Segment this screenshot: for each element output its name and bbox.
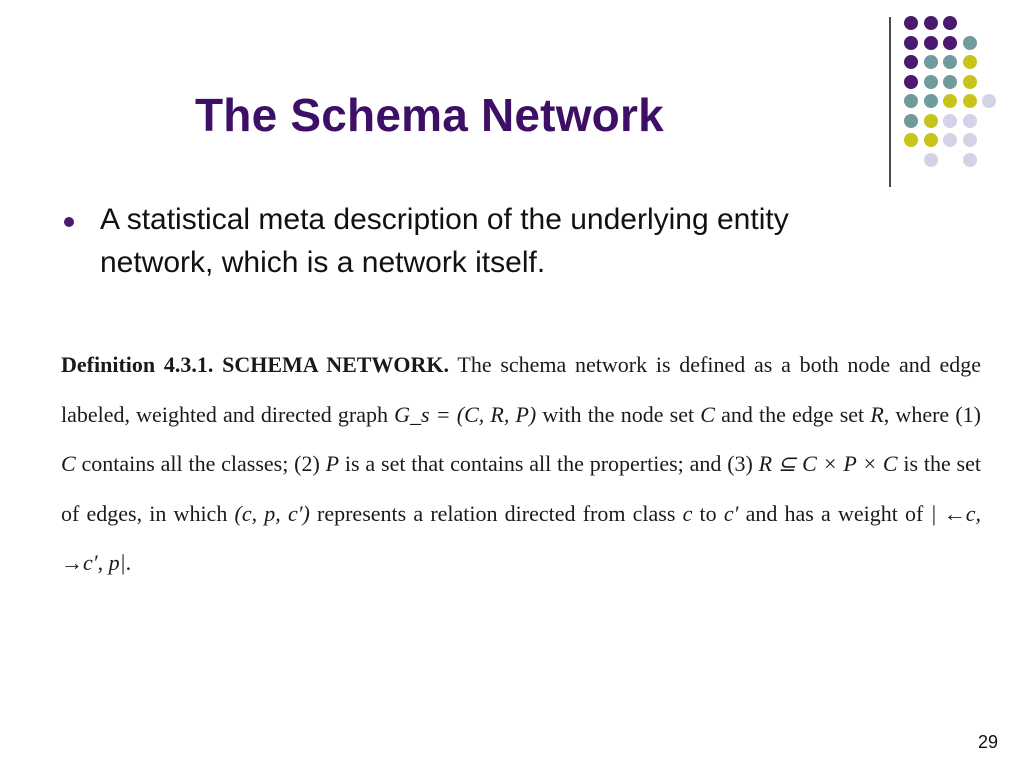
- definition-text: with the node set: [536, 401, 701, 427]
- grid-dot: [923, 133, 938, 147]
- grid-dot: [904, 55, 918, 69]
- grid-dot: [962, 35, 977, 50]
- title-divider-line: [889, 17, 891, 187]
- math-expression: R: [870, 401, 884, 427]
- grid-dot: [923, 94, 938, 108]
- grid-dot: [923, 74, 938, 89]
- definition-block: Definition 4.3.1. SCHEMA NETWORK. The sc…: [61, 340, 981, 588]
- definition-text: is a set that contains all the propertie…: [339, 451, 759, 476]
- grid-dot: [943, 55, 957, 69]
- grid-dot: [904, 133, 918, 147]
- grid-dot: [962, 133, 977, 147]
- grid-dot: [923, 16, 938, 30]
- definition-text: and the edge set: [714, 401, 871, 427]
- grid-dot: [923, 35, 938, 50]
- math-expression: G_s = (C, R, P): [394, 401, 537, 427]
- definition-text: .: [125, 550, 132, 575]
- math-expression: P: [325, 451, 340, 476]
- bullet-text: A statistical meta description of the un…: [100, 203, 789, 279]
- grid-dot: [962, 74, 977, 89]
- grid-dot: [943, 113, 957, 128]
- grid-dot: [943, 74, 957, 89]
- definition-text: is the set of edges, in which: [61, 451, 981, 526]
- grid-dot: [904, 74, 918, 89]
- grid-dot: [962, 94, 977, 108]
- grid-dot: [904, 35, 918, 50]
- math-expression: C: [700, 401, 715, 427]
- definition-term: SCHEMA NETWORK.: [222, 352, 450, 377]
- definition-label: Definition 4.3.1.: [61, 352, 214, 377]
- grid-dot: [982, 94, 996, 108]
- math-expression: c′: [723, 500, 739, 526]
- grid-dot: [943, 16, 957, 30]
- grid-dot: [923, 113, 938, 128]
- definition-text: contains all the classes; (2): [75, 451, 326, 476]
- definition-text: and has a weight of: [738, 500, 931, 526]
- grid-dot: [943, 133, 957, 147]
- grid-dot: [962, 55, 977, 69]
- definition-text: The schema network is defined as a both …: [61, 352, 981, 427]
- grid-dot: [923, 55, 938, 69]
- decorative-dot-grid: [900, 10, 1010, 170]
- grid-dot: [923, 152, 938, 167]
- math-expression: | ←c, →c′, p|: [61, 500, 982, 576]
- grid-dot: [943, 35, 957, 50]
- grid-dot: [962, 113, 977, 128]
- bullet-dot-icon: [64, 217, 74, 227]
- slide-title: The Schema Network: [195, 89, 664, 141]
- definition-text: , where (1): [883, 401, 981, 427]
- definition-text: to: [692, 500, 724, 526]
- math-expression: c: [682, 500, 693, 526]
- grid-dot: [904, 16, 918, 30]
- math-expression: R ⊆ C × P × C: [758, 451, 898, 476]
- math-expression: (c, p, c′): [234, 500, 310, 526]
- grid-dot: [904, 94, 918, 108]
- math-expression: C: [61, 451, 76, 476]
- page-number: 29: [977, 732, 998, 752]
- grid-dot: [962, 152, 977, 167]
- definition-text: represents a relation directed from clas…: [309, 500, 683, 526]
- grid-dot: [943, 94, 957, 108]
- grid-dot: [904, 113, 918, 128]
